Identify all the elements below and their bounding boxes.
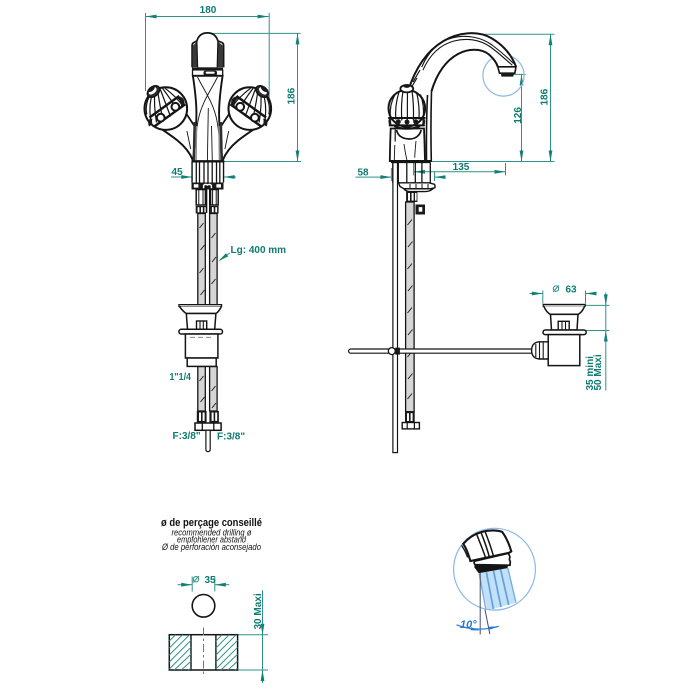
svg-text:58: 58 <box>357 167 369 178</box>
svg-text:Ø de perforación aconsejado: Ø de perforación aconsejado <box>161 542 261 552</box>
svg-text:empfohlener abstand: empfohlener abstand <box>177 535 247 545</box>
svg-text:63: 63 <box>566 284 578 295</box>
svg-text:1"1/4: 1"1/4 <box>170 372 192 383</box>
svg-text:F:3/8": F:3/8" <box>173 431 201 442</box>
svg-text:F:3/8": F:3/8" <box>217 432 245 443</box>
svg-text:35 mini: 35 mini <box>585 356 596 391</box>
svg-text:186: 186 <box>540 88 551 105</box>
svg-text:50 Maxi: 50 Maxi <box>593 354 604 390</box>
svg-text:35: 35 <box>205 575 217 586</box>
svg-text:126: 126 <box>513 107 524 124</box>
svg-text:135: 135 <box>453 162 470 173</box>
svg-text:recommended drilling ø: recommended drilling ø <box>172 527 253 537</box>
svg-text:ø de perçage conseillé: ø de perçage conseillé <box>161 517 262 529</box>
svg-text:10°: 10° <box>460 619 477 631</box>
svg-text:180: 180 <box>200 5 217 16</box>
svg-text:186: 186 <box>287 87 298 104</box>
svg-text:45: 45 <box>171 167 183 178</box>
svg-text:30 Maxi: 30 Maxi <box>253 593 264 629</box>
svg-text:Lg: 400 mm: Lg: 400 mm <box>231 245 287 256</box>
